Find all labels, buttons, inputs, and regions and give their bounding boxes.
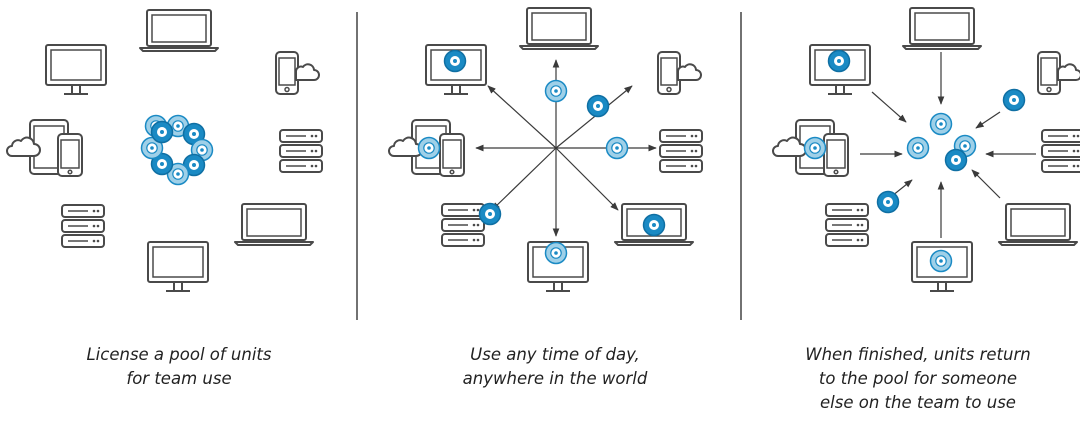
unit-icon	[929, 112, 953, 136]
phone-cloud-icon	[1037, 51, 1080, 95]
server-icon	[61, 204, 105, 248]
server-icon	[1041, 129, 1080, 173]
unit-icon	[876, 190, 900, 214]
unit-icon	[417, 136, 441, 160]
unit-icon	[827, 49, 851, 73]
unit-icon	[443, 49, 467, 73]
caption-line: for team use	[126, 369, 232, 388]
laptop-icon	[234, 203, 314, 246]
unit-icon	[586, 94, 610, 118]
panel-use-anywhere	[388, 7, 703, 292]
laptop-icon	[139, 9, 219, 52]
monitor-icon	[147, 241, 209, 292]
laptop-icon	[998, 203, 1078, 246]
caption-line: anywhere in the world	[462, 369, 648, 388]
laptop-icon	[902, 7, 982, 50]
caption-license-pool: License a pool of units for team use	[29, 343, 329, 391]
unit-icon	[906, 136, 930, 160]
caption-line: When finished, units return	[805, 345, 1031, 364]
unit-icon	[929, 249, 953, 273]
unit-icon	[544, 79, 568, 103]
panel-units-return	[772, 7, 1080, 292]
phone-cloud-icon	[657, 51, 702, 95]
caption-use-anywhere: Use any time of day, anywhere in the wor…	[405, 343, 705, 391]
unit-icon	[544, 241, 568, 265]
panel-license-pool	[6, 9, 323, 292]
unit-icon	[803, 136, 827, 160]
monitor-icon	[45, 44, 107, 95]
caption-line: License a pool of units	[86, 345, 272, 364]
unit-icon	[642, 213, 666, 237]
caption-units-return: When finished, units return to the pool …	[768, 343, 1068, 415]
license-pool-diagram	[6, 7, 1080, 320]
server-icon	[825, 203, 869, 247]
unit-icon	[1002, 88, 1026, 112]
server-icon	[441, 203, 485, 247]
unit-icon	[605, 136, 629, 160]
unit-icon	[150, 120, 174, 144]
server-icon	[659, 129, 703, 173]
caption-line: to the pool for someone	[818, 369, 1018, 388]
unit-icon	[478, 202, 502, 226]
unit-icon	[944, 148, 968, 172]
phone-cloud-icon	[275, 51, 320, 95]
caption-line: else on the team to use	[820, 393, 1016, 412]
inward-arrows	[860, 52, 1036, 238]
tablet-phone-cloud-icon	[6, 119, 83, 177]
caption-line: Use any time of day,	[470, 345, 640, 364]
unit-pool	[140, 114, 214, 186]
server-icon	[279, 129, 323, 173]
laptop-icon	[519, 7, 599, 50]
